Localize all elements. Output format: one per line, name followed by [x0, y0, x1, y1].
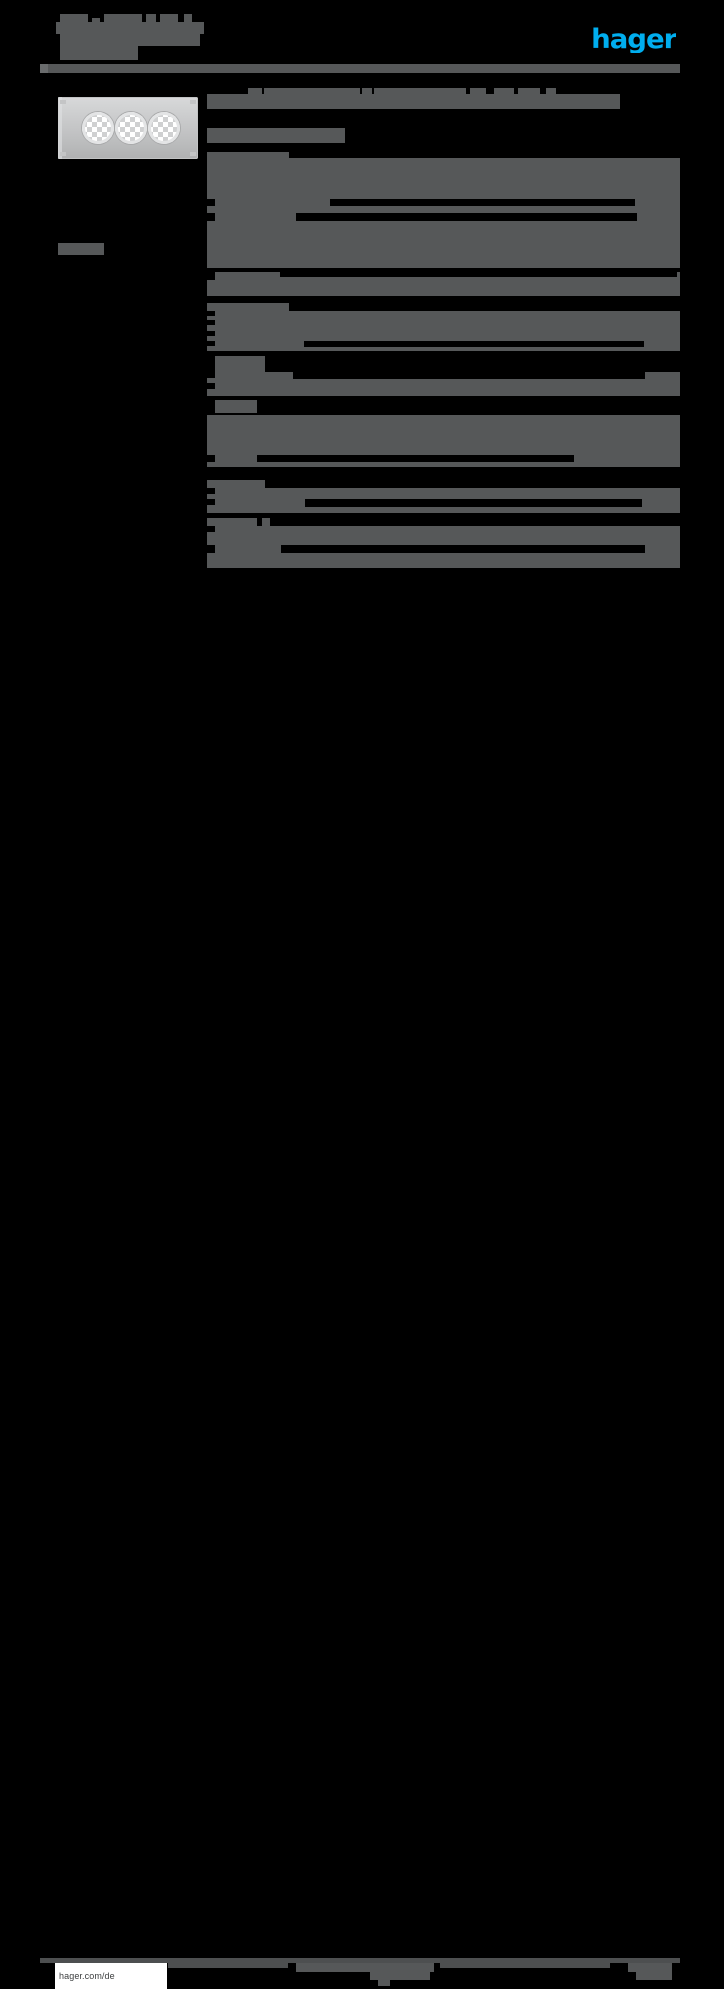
footer-rule-segment — [168, 1963, 288, 1968]
product-image — [58, 97, 198, 159]
section-1-row-2-gutter — [207, 199, 215, 206]
plate-tab — [60, 152, 66, 156]
section-2-row-2-gutter — [207, 356, 215, 372]
plate-tab — [60, 100, 66, 104]
section-4-heading — [207, 518, 257, 526]
footer-page-number — [628, 1963, 672, 1972]
page-subtitle — [207, 128, 345, 143]
section-4-table — [207, 526, 680, 568]
plate-tab — [190, 152, 196, 156]
section-2-row-6-gutter — [207, 455, 215, 462]
section-1-row-3-value — [296, 213, 637, 221]
section-2-separator-2 — [207, 396, 680, 400]
section-3-heading — [207, 480, 265, 488]
page-title-fragment — [264, 88, 360, 94]
header-title-fragment — [60, 14, 88, 22]
header-title-line-2 — [60, 46, 138, 60]
header-title-line-2a — [60, 34, 200, 46]
section-4-row-2-gutter — [207, 545, 215, 553]
header-title-fragment — [104, 14, 142, 22]
section-1-heading — [207, 152, 289, 160]
page-title-fragment — [494, 88, 514, 94]
section-4-row-1-gutter — [207, 526, 215, 532]
page-title-fragment — [248, 88, 262, 94]
section-2-row-1-value — [304, 341, 644, 347]
socket-hole — [82, 112, 114, 144]
header-divider-cap — [40, 64, 48, 73]
section-2-row-3-value — [293, 372, 645, 379]
section-1-row-5-value — [280, 272, 677, 277]
section-4-heading-fragment — [262, 518, 270, 526]
socket-hole — [148, 112, 180, 144]
section-2-row-2-value — [265, 356, 680, 372]
footer-center-fragment — [370, 1972, 430, 1980]
hager-logo-text: hager — [592, 27, 676, 53]
section-2-row-1-gutter — [207, 311, 215, 316]
footer-url[interactable]: hager.com/de — [55, 1963, 167, 1989]
section-4-row-2-value — [281, 545, 645, 553]
section-1-separator — [207, 268, 680, 272]
header-divider — [40, 64, 680, 73]
section-2-row-4-gutter — [207, 383, 215, 389]
section-2-table-a — [207, 311, 680, 351]
section-3-row-1-gutter — [207, 488, 215, 494]
page-title-fragment — [546, 88, 556, 94]
header-title-fragment — [160, 14, 178, 22]
section-2-table-c — [207, 372, 680, 396]
header-title-line-1 — [56, 22, 204, 34]
page-title-fragment — [374, 88, 466, 94]
socket-cover-plate — [58, 97, 198, 159]
section-2-separator-1 — [207, 351, 680, 356]
section-1-table — [207, 158, 680, 268]
section-2-row-3-gutter — [207, 331, 215, 336]
section-2-row-2-gutter — [207, 320, 215, 325]
page-footer: hager.com/de — [0, 975, 724, 1989]
footer-center-fragment — [378, 1980, 390, 1986]
section-2-heading — [207, 303, 289, 311]
section-3-table — [207, 488, 680, 513]
section-2-row-4-value — [257, 400, 680, 413]
page-header: hager — [0, 0, 724, 80]
section-2-table-d — [207, 400, 680, 413]
section-2-row-3-gutter — [207, 372, 215, 378]
footer-rule-segment — [440, 1963, 610, 1968]
section-1-row-2-value — [330, 199, 635, 206]
section-2-separator-3 — [207, 413, 680, 415]
section-1-row-5-gutter — [207, 272, 215, 280]
hager-logo: hager — [592, 27, 676, 53]
footer-center-text — [296, 1963, 434, 1972]
section-2-row-4-gutter — [207, 400, 215, 413]
section-2-table-e — [207, 415, 680, 467]
socket-hole — [115, 112, 147, 144]
plate-edge — [58, 97, 62, 159]
page-title-fragment — [518, 88, 540, 94]
header-title-fragment — [146, 14, 156, 22]
page-title — [207, 94, 620, 109]
header-title-fragment — [184, 14, 192, 22]
section-3-row-1-gutter-b — [207, 499, 215, 505]
sidebar-label — [58, 243, 104, 255]
footer-page-number-fragment — [636, 1972, 672, 1980]
page-title-fragment — [470, 88, 486, 94]
section-2-row-6-value — [257, 455, 574, 462]
section-3-row-1-value — [305, 499, 642, 507]
section-2-row-4-gutter — [207, 341, 215, 346]
page-title-fragment — [362, 88, 372, 94]
section-1-table-last-row — [207, 272, 680, 296]
section-2-table-b — [207, 356, 680, 372]
section-1-row-3-gutter — [207, 213, 215, 221]
header-title-fragment — [92, 18, 100, 22]
plate-tab — [190, 100, 196, 104]
